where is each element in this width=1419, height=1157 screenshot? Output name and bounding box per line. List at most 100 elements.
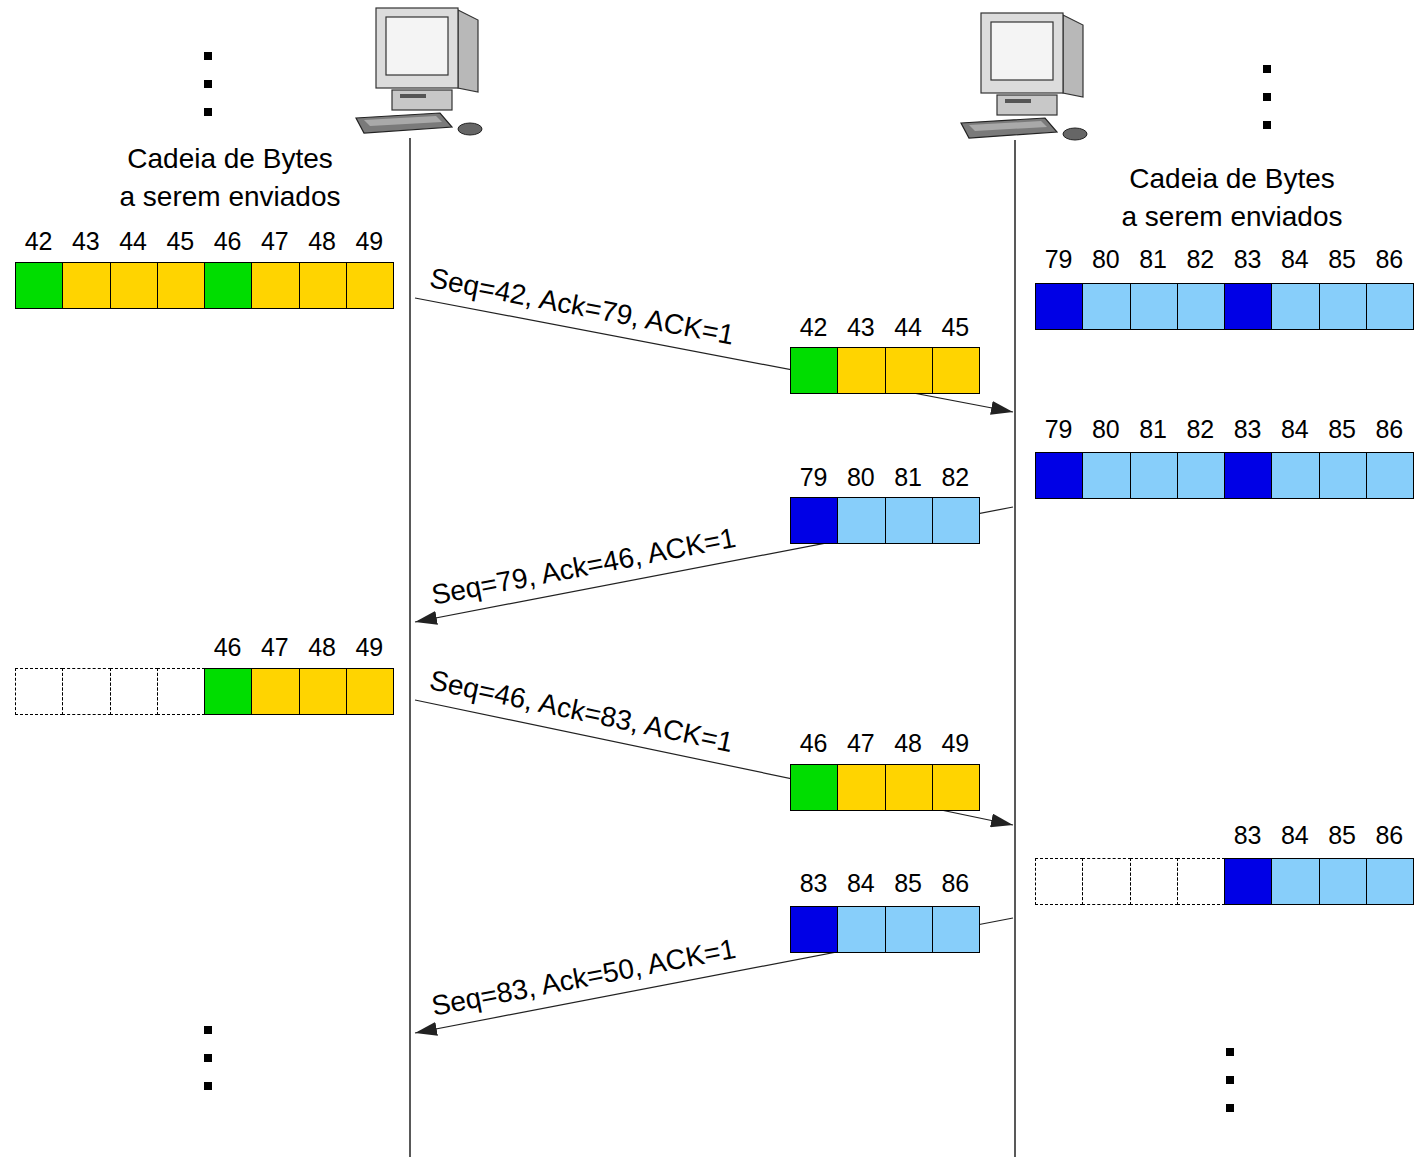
byte-cell xyxy=(790,497,838,544)
byte-cell xyxy=(1224,283,1272,330)
byte-number: 84 xyxy=(1281,822,1309,850)
byte-number: 82 xyxy=(941,464,969,492)
byte-number: 43 xyxy=(847,314,875,342)
byte-cell xyxy=(932,764,980,811)
byte-number: 86 xyxy=(1375,822,1403,850)
byte-cell xyxy=(299,262,347,309)
byte-number: 85 xyxy=(1328,822,1356,850)
byte-cell xyxy=(1366,283,1414,330)
timeline xyxy=(409,138,411,1157)
byte-cell xyxy=(837,906,885,953)
byte-cell xyxy=(885,497,933,544)
segment-label: Seq=79, Ack=46, ACK=1 xyxy=(429,522,738,611)
byte-cell xyxy=(885,906,933,953)
byte-cell xyxy=(1082,452,1130,499)
byte-cell xyxy=(790,764,838,811)
byte-number: 86 xyxy=(1375,246,1403,274)
byte-cell xyxy=(1319,858,1367,905)
byte-cell xyxy=(251,668,299,715)
byte-number: 47 xyxy=(261,634,289,662)
byte-cell xyxy=(1271,452,1319,499)
byte-cell xyxy=(1366,452,1414,499)
byte-cell xyxy=(932,906,980,953)
byte-cell xyxy=(1271,283,1319,330)
byte-cell xyxy=(157,668,205,715)
stream-heading: Cadeia de Bytes a serem enviados xyxy=(1119,160,1345,236)
byte-cell xyxy=(110,262,158,309)
byte-number: 84 xyxy=(1281,416,1309,444)
byte-cell xyxy=(204,262,252,309)
byte-cell xyxy=(1082,858,1130,905)
stream-heading: Cadeia de Bytes a serem enviados xyxy=(117,140,343,216)
byte-cell xyxy=(932,347,980,394)
byte-number: 49 xyxy=(355,634,383,662)
byte-cell xyxy=(15,262,63,309)
byte-cell xyxy=(204,668,252,715)
continuation-dots xyxy=(204,52,1271,1112)
byte-number: 45 xyxy=(166,228,194,256)
byte-number: 85 xyxy=(1328,246,1356,274)
byte-number: 85 xyxy=(894,870,922,898)
byte-number: 79 xyxy=(1045,246,1073,274)
segment-label: Seq=42, Ack=79, ACK=1 xyxy=(427,263,736,351)
computer-icon xyxy=(356,8,482,135)
byte-number: 81 xyxy=(894,464,922,492)
message-arrow xyxy=(415,700,1013,825)
byte-number: 46 xyxy=(800,730,828,758)
byte-cell xyxy=(15,668,63,715)
byte-number: 47 xyxy=(847,730,875,758)
segment-label: Seq=83, Ack=50, ACK=1 xyxy=(429,933,738,1022)
byte-cell xyxy=(1177,283,1225,330)
byte-cell xyxy=(790,347,838,394)
byte-number: 44 xyxy=(119,228,147,256)
byte-cell xyxy=(790,906,838,953)
byte-number: 79 xyxy=(800,464,828,492)
byte-number: 79 xyxy=(1045,416,1073,444)
byte-cell xyxy=(1271,858,1319,905)
byte-cell xyxy=(1130,452,1178,499)
byte-cell xyxy=(62,262,110,309)
byte-cell xyxy=(1035,452,1083,499)
byte-cell xyxy=(1130,283,1178,330)
timeline xyxy=(1014,140,1016,1157)
message-arrow xyxy=(415,298,1013,412)
byte-cell xyxy=(1177,452,1225,499)
byte-number: 80 xyxy=(1092,246,1120,274)
byte-number: 47 xyxy=(261,228,289,256)
byte-cell xyxy=(837,497,885,544)
byte-cell xyxy=(110,668,158,715)
byte-number: 84 xyxy=(847,870,875,898)
byte-number: 82 xyxy=(1186,246,1214,274)
byte-cell xyxy=(157,262,205,309)
byte-number: 86 xyxy=(1375,416,1403,444)
byte-cell xyxy=(837,764,885,811)
byte-number: 81 xyxy=(1139,416,1167,444)
byte-number: 84 xyxy=(1281,246,1309,274)
byte-number: 85 xyxy=(1328,416,1356,444)
byte-number: 45 xyxy=(941,314,969,342)
byte-number: 82 xyxy=(1186,416,1214,444)
byte-cell xyxy=(1035,283,1083,330)
byte-number: 46 xyxy=(214,634,242,662)
byte-cell xyxy=(299,668,347,715)
byte-number: 46 xyxy=(214,228,242,256)
byte-number: 48 xyxy=(894,730,922,758)
byte-number: 83 xyxy=(800,870,828,898)
byte-cell xyxy=(346,262,394,309)
byte-number: 44 xyxy=(894,314,922,342)
byte-number: 86 xyxy=(941,870,969,898)
byte-number: 80 xyxy=(847,464,875,492)
computer-icon xyxy=(961,13,1087,140)
byte-cell xyxy=(932,497,980,544)
byte-cell xyxy=(1082,283,1130,330)
byte-number: 48 xyxy=(308,634,336,662)
byte-cell xyxy=(62,668,110,715)
byte-cell xyxy=(1177,858,1225,905)
byte-cell xyxy=(1366,858,1414,905)
byte-cell xyxy=(885,347,933,394)
byte-cell xyxy=(1319,283,1367,330)
byte-number: 49 xyxy=(941,730,969,758)
byte-number: 83 xyxy=(1234,416,1262,444)
byte-cell xyxy=(251,262,299,309)
byte-cell xyxy=(1224,858,1272,905)
